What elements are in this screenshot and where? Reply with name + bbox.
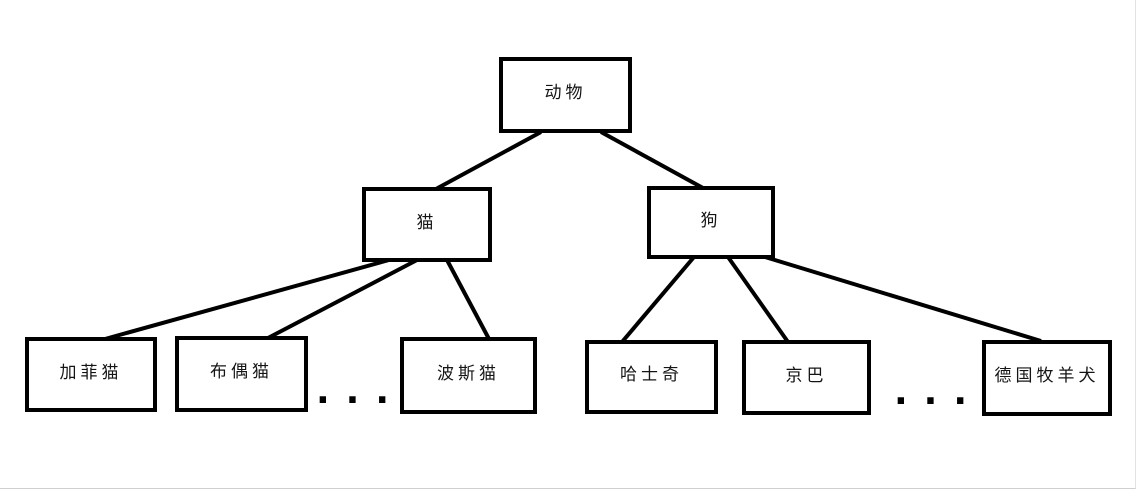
- node-animal-label: 动物: [544, 83, 587, 103]
- node-persian-cat: 波斯猫: [400, 337, 537, 414]
- node-german-shepherd-label: 德国牧羊犬: [994, 366, 1100, 386]
- node-pekingese-label: 京巴: [785, 365, 828, 386]
- edge-dog-german-shepherd: [764, 255, 1042, 343]
- node-cat-label: 猫: [416, 212, 438, 233]
- node-cat: 猫: [362, 187, 492, 262]
- node-pekingese: 京巴: [742, 340, 871, 415]
- edge-cat-persian: [445, 259, 491, 340]
- edge-cat-ragdoll: [267, 258, 418, 340]
- node-husky: 哈士奇: [585, 340, 718, 414]
- node-husky-label: 哈士奇: [620, 365, 683, 385]
- node-garfield-cat: 加菲猫: [25, 337, 157, 412]
- node-garfield-cat-label: 加菲猫: [59, 362, 123, 383]
- node-animal: 动物: [499, 57, 632, 133]
- node-german-shepherd: 德国牧羊犬: [982, 340, 1112, 416]
- edge-dog-pekingese: [726, 255, 790, 344]
- edge-cat-garfield: [104, 258, 390, 341]
- node-persian-cat-label: 波斯猫: [437, 363, 500, 384]
- node-dog-label: 狗: [700, 210, 722, 231]
- node-dog: 狗: [647, 186, 775, 259]
- edge-dog-husky: [620, 255, 696, 344]
- edge-animal-cat: [435, 130, 542, 191]
- edge-animal-dog: [600, 130, 704, 190]
- ellipsis-dog-more: ...: [894, 372, 984, 413]
- ellipsis-cat-more: ...: [316, 371, 406, 412]
- node-ragdoll-cat: 布偶猫: [175, 336, 308, 412]
- node-ragdoll-cat-label: 布偶猫: [210, 362, 273, 382]
